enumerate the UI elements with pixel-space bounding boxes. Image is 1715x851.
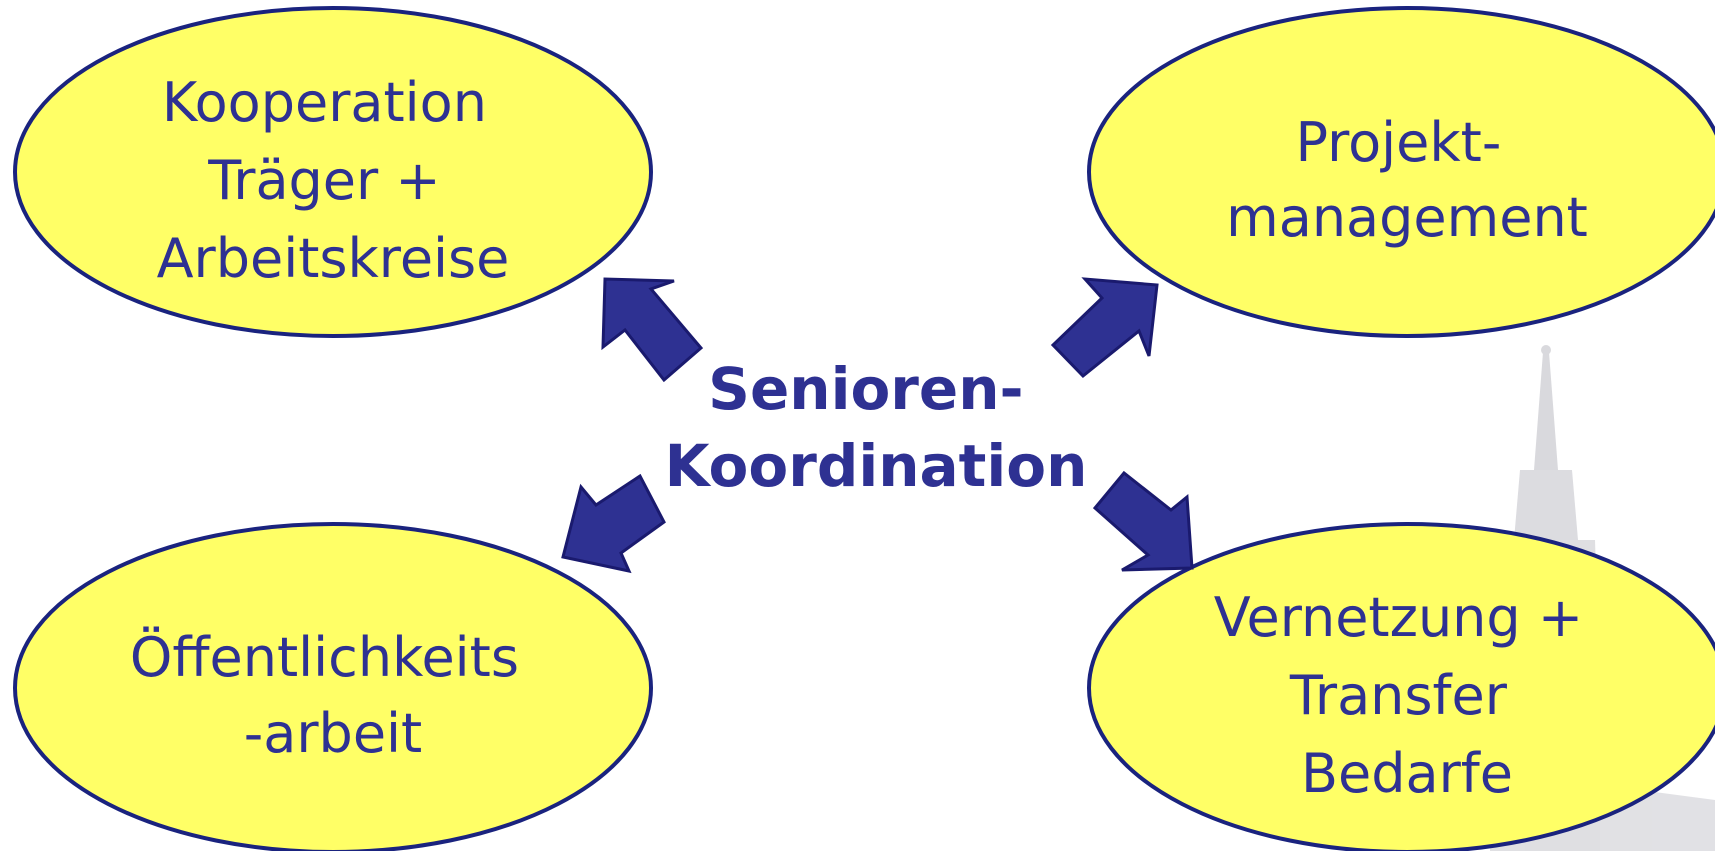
arrow-to-top-right bbox=[1050, 277, 1159, 379]
node-bottom-right-label: Vernetzung + Transfer Bedarfe bbox=[1214, 586, 1601, 805]
center-label: Senioren- Koordination bbox=[665, 355, 1088, 500]
node-top-right-label: Projekt- management bbox=[1226, 111, 1588, 249]
node-bottom-right-shape bbox=[1087, 522, 1715, 851]
node-bottom-left-label: Öffentlichkeits -arbeit bbox=[130, 626, 536, 765]
node-bottom-left: Öffentlichkeits -arbeit bbox=[13, 522, 653, 851]
arrow-to-top-left bbox=[601, 277, 704, 383]
church-tower-lantern bbox=[1514, 470, 1578, 540]
node-bottom-left-shape bbox=[13, 522, 653, 851]
church-tower-spire bbox=[1534, 352, 1558, 470]
node-top-left-shape bbox=[13, 6, 653, 338]
arrow-to-bottom-left bbox=[561, 473, 666, 574]
node-top-right: Projekt- management bbox=[1087, 6, 1715, 338]
church-tower-finial bbox=[1541, 345, 1551, 355]
node-top-right-shape bbox=[1087, 6, 1715, 338]
node-top-left: Kooperation Träger + Arbeitskreise bbox=[13, 6, 653, 338]
node-top-left-label: Kooperation Träger + Arbeitskreise bbox=[157, 71, 510, 290]
node-bottom-right: Vernetzung + Transfer Bedarfe bbox=[1087, 522, 1715, 851]
arrow-to-bottom-right bbox=[1092, 470, 1194, 572]
